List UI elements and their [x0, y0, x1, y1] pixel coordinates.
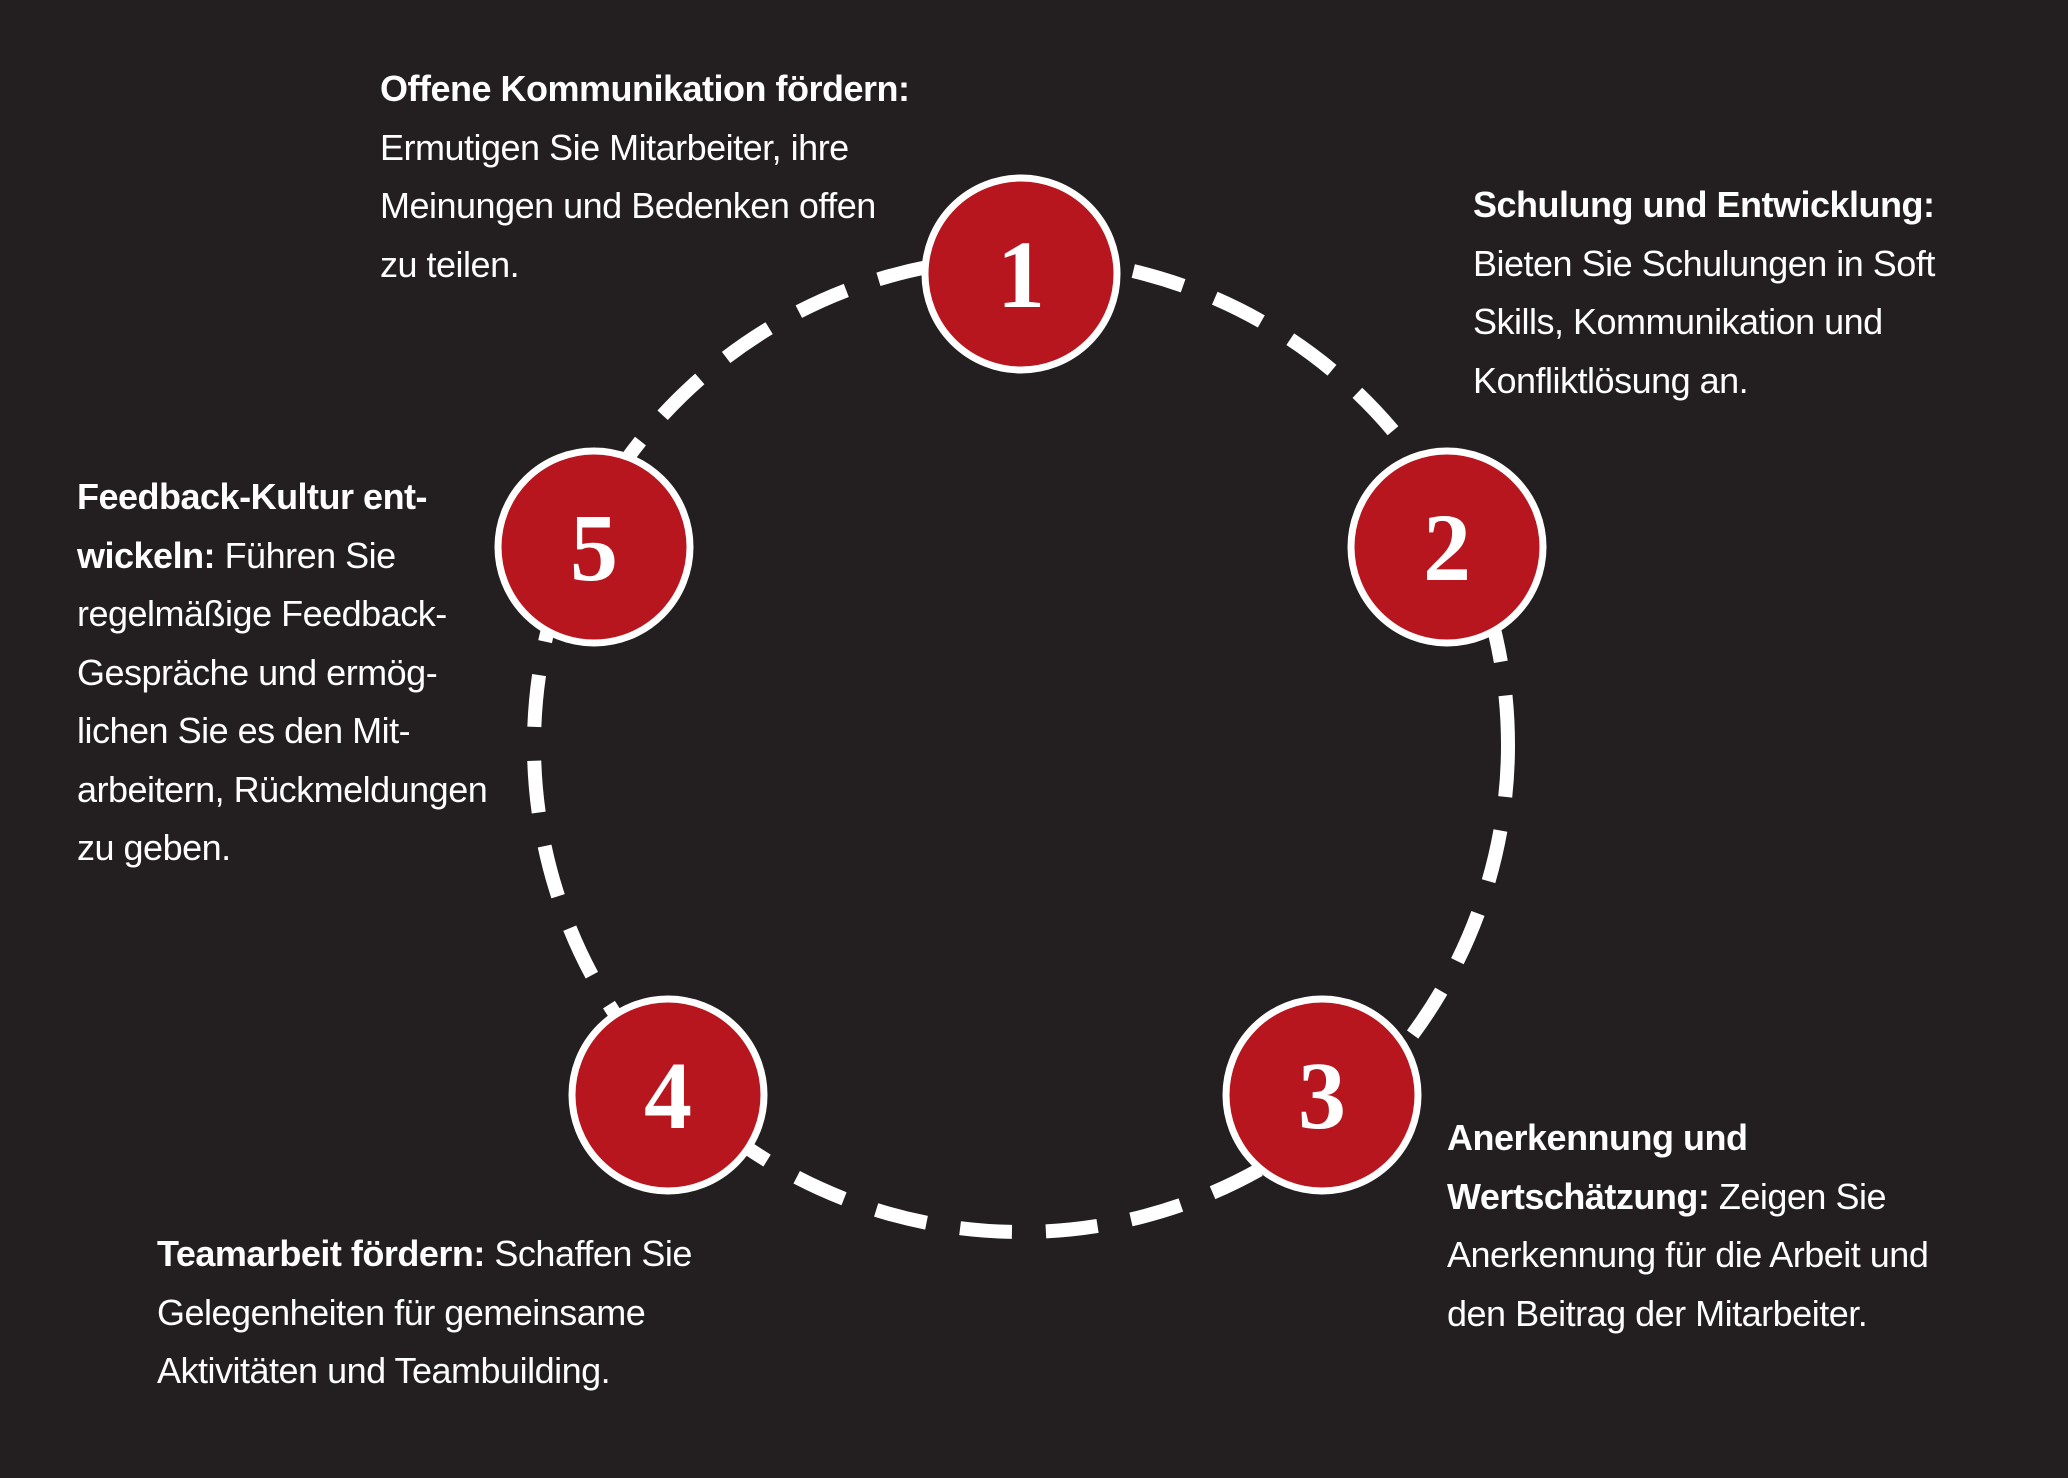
block-2-line: Konfliktlösung an.: [1473, 359, 1749, 401]
block-2-line: Skills, Kommunikation und: [1473, 301, 1883, 342]
block-3-line: den Beitrag der Mitarbeiter.: [1447, 1292, 1868, 1334]
block-3-line: Anerkennung und: [1447, 1117, 1748, 1158]
dashed-ring: [527, 251, 1515, 1239]
block-3-line: Anerkennung für die Arbeit und: [1447, 1234, 1929, 1275]
node-3: 3: [1222, 995, 1422, 1195]
node-2-number: 2: [1423, 494, 1471, 601]
node-1-circle: [921, 174, 1121, 374]
block-5-line: Gespräche und ermög-: [77, 651, 438, 693]
text-block-3: Anerkennung und Wertschätzung: Zeigen Si…: [1447, 1109, 1929, 1343]
block-4-line: Aktivitäten und Teambuilding.: [157, 1350, 611, 1391]
block-5-line: regelmäßige Feedback-: [77, 593, 447, 634]
block-1-line: Meinungen und Bedenken offen: [380, 185, 876, 226]
block-4-line: Gelegenheiten für gemeinsame: [157, 1291, 646, 1333]
block-2-line: Bieten Sie Schulungen in Soft: [1473, 242, 1935, 284]
block-5-line: zu geben.: [77, 827, 231, 868]
block-5-line: wickeln: Führen Sie: [77, 534, 396, 576]
node-3-number: 3: [1298, 1042, 1346, 1149]
block-5-line: arbeitern, Rückmeldungen: [77, 768, 488, 810]
node-5: 5: [494, 447, 694, 647]
node-2: 2: [1347, 447, 1547, 647]
node-1: 1: [921, 174, 1121, 374]
node-4-number: 4: [644, 1042, 692, 1149]
block-3-line: Wertschätzung: Zeigen Sie: [1447, 1175, 1886, 1217]
block-4-line: Teamarbeit fördern: Schaffen Sie: [157, 1233, 692, 1274]
block-2-line: Schulung und Entwicklung:: [1473, 184, 1935, 225]
node-2-circle: [1347, 447, 1547, 647]
node-5-circle: [494, 447, 694, 647]
block-1-line: zu teilen.: [380, 243, 520, 285]
block-5-line: Feedback-Kultur ent-: [77, 476, 428, 517]
block-1-line: Ermutigen Sie Mitarbeiter, ihre: [380, 126, 849, 168]
block-5-line: lichen Sie es den Mit-: [77, 710, 411, 751]
node-4: 4: [568, 995, 768, 1195]
node-5-number: 5: [570, 494, 618, 601]
node-1-number: 1: [997, 221, 1045, 328]
node-4-circle: [568, 995, 768, 1195]
text-block-5: Feedback-Kultur ent- wickeln: Führen Sie…: [77, 468, 488, 878]
text-block-4: Teamarbeit fördern: Schaffen Sie Gelegen…: [157, 1225, 692, 1401]
text-block-1: Offene Kommunikation fördern: Ermutigen …: [380, 60, 910, 294]
block-1-line: Offene Kommunikation fördern:: [380, 68, 910, 109]
text-block-2: Schulung und Entwicklung: Bieten Sie Sch…: [1473, 176, 1935, 410]
node-3-circle: [1222, 995, 1422, 1195]
